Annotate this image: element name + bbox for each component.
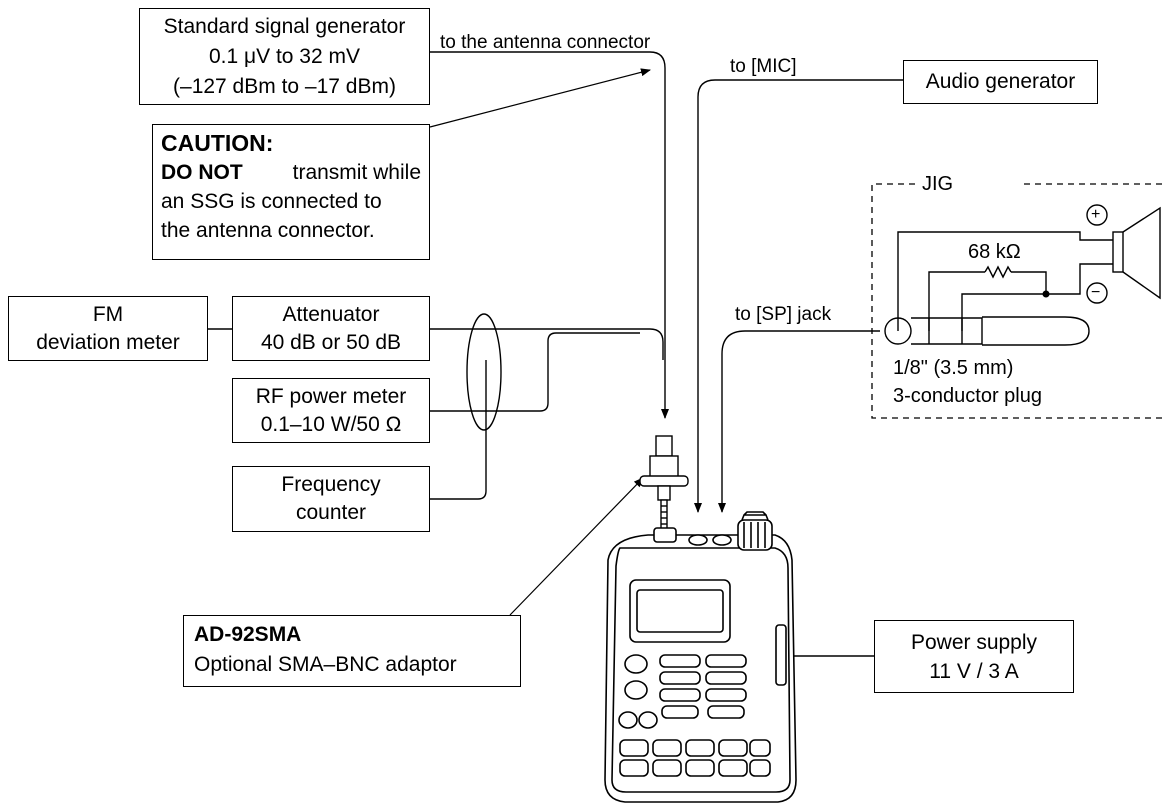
audio-generator-label: Audio generator xyxy=(925,70,1076,93)
jig-circuit xyxy=(884,204,1161,346)
signal-generator-box: Standard signal generator 0.1 μV to 32 m… xyxy=(139,8,430,105)
rf-meter-line-1: RF power meter xyxy=(255,384,407,408)
caution-leader xyxy=(429,68,651,128)
signal-generator-dbm: (–127 dBm to –17 dBm) xyxy=(173,74,396,98)
adaptor-box: AD-92SMA Optional SMA–BNC adaptor xyxy=(183,615,521,687)
mic-label: to [MIC] xyxy=(730,56,797,77)
adaptor-leader xyxy=(509,477,644,616)
jig-junction xyxy=(1042,290,1050,298)
power-supply-box: Power supply 11 V / 3 A xyxy=(874,620,1074,693)
caution-line-3: the antenna connector. xyxy=(161,219,375,242)
caution-title: CAUTION: xyxy=(161,130,274,156)
caution-line-1-rest: transmit while xyxy=(292,161,421,184)
jig-title: JIG xyxy=(922,173,954,195)
fm-deviation-meter-box: FM deviation meter xyxy=(8,296,208,361)
power-supply-line-1: Power supply xyxy=(910,630,1038,654)
signal-generator-range: 0.1 μV to 32 mV xyxy=(208,44,360,68)
rf-meter-wire xyxy=(430,332,640,412)
attenuator-line-2: 40 dB or 50 dB xyxy=(260,330,402,354)
rf-meter-line-2: 0.1–10 W/50 Ω xyxy=(260,412,402,436)
antenna-connector-label: to the antenna connector xyxy=(440,32,651,53)
counter-wire xyxy=(430,360,487,500)
speaker-minus-sign: − xyxy=(1091,284,1101,301)
sp-wire xyxy=(718,330,880,513)
counter-line-2: counter xyxy=(295,501,367,524)
attenuator-box: Attenuator 40 dB or 50 dB xyxy=(232,296,430,361)
antenna-wire xyxy=(430,51,669,419)
adaptor-description: Optional SMA–BNC adaptor xyxy=(194,653,457,676)
frequency-counter-box: Frequency counter xyxy=(232,466,430,532)
attenuator-wire xyxy=(430,328,664,360)
plug-type-label: 3-conductor plug xyxy=(893,385,1042,407)
audio-generator-box: Audio generator xyxy=(903,60,1098,104)
power-supply-line-2: 11 V / 3 A xyxy=(929,659,1019,683)
jig-frame xyxy=(871,183,1165,419)
rf-power-meter-box: RF power meter 0.1–10 W/50 Ω xyxy=(232,378,430,443)
speaker-plus-sign: + xyxy=(1091,206,1101,223)
counter-line-1: Frequency xyxy=(281,473,381,496)
fm-meter-line-2: deviation meter xyxy=(36,330,180,354)
caution-line-1: DO NOT transmit while xyxy=(161,158,421,187)
adaptor-model: AD-92SMA xyxy=(194,623,302,646)
mic-wire xyxy=(694,79,903,513)
resistor-label: 68 kΩ xyxy=(968,241,1021,263)
sp-jack-label: to [SP] jack xyxy=(735,304,832,325)
coupler-ellipse xyxy=(466,313,502,431)
signal-generator-name: Standard signal generator xyxy=(163,14,406,38)
caution-box: CAUTION: DO NOT transmit while an SSG is… xyxy=(152,124,430,260)
caution-bold: DO NOT xyxy=(161,161,243,184)
caution-line-2: an SSG is connected to xyxy=(161,190,382,213)
bnc-adaptor-drawing xyxy=(639,435,689,537)
fm-meter-line-1: FM xyxy=(92,302,124,326)
attenuator-line-1: Attenuator xyxy=(282,302,380,326)
transceiver-drawing xyxy=(604,511,797,803)
plug-size-label: 1/8" (3.5 mm) xyxy=(893,357,1014,379)
